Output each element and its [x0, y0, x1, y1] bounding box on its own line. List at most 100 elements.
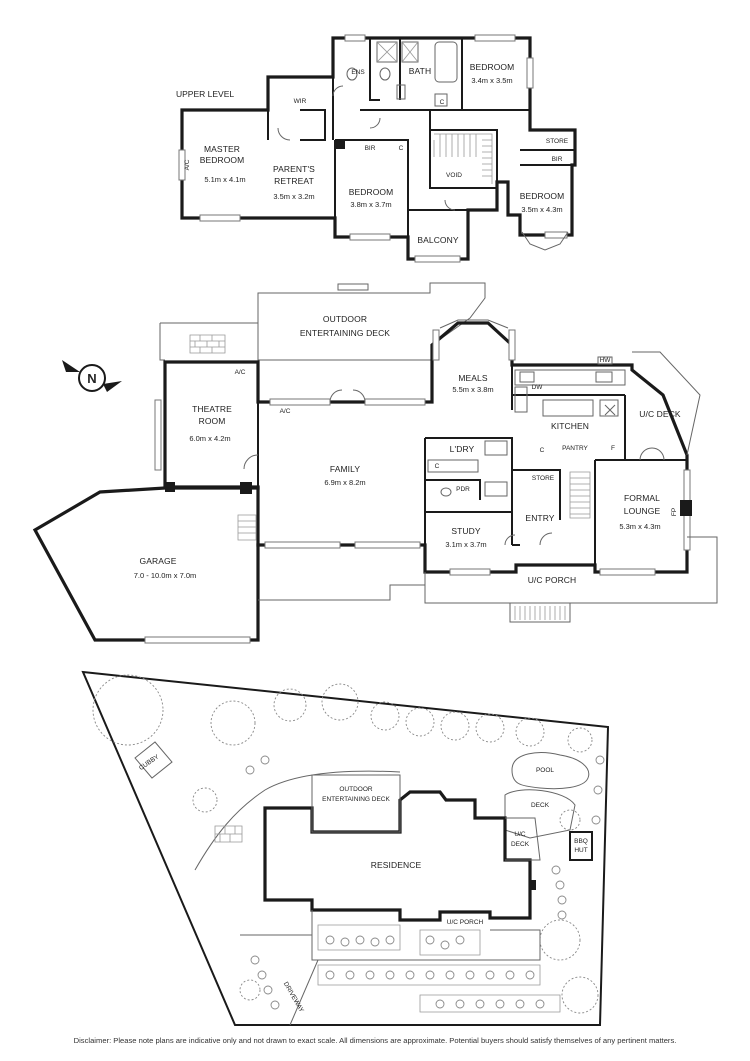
- study-dims: 3.1m x 3.7m: [445, 540, 486, 549]
- formal-lounge-label-1: FORMAL: [624, 493, 660, 503]
- meals-dims: 5.5m x 3.8m: [452, 385, 493, 394]
- site-outdoor-deck-label-2: ENTERTAINING DECK: [322, 796, 390, 803]
- bath-label: BATH: [409, 66, 431, 76]
- brick-feature-site: [214, 825, 243, 843]
- laundry-cupboard-label: C: [435, 463, 440, 470]
- balcony-label: BALCONY: [417, 235, 459, 245]
- compass-n-text: N: [87, 371, 96, 386]
- outdoor-deck-outline: [257, 282, 486, 361]
- site-fireplace: [530, 880, 536, 890]
- ground-store-label: STORE: [532, 475, 555, 482]
- upper-stairs: [433, 133, 493, 184]
- brick-feature-ground: [189, 334, 226, 354]
- uc-deck-label: U/C DECK: [639, 409, 681, 419]
- site-boundary: [81, 670, 610, 1026]
- cubby-label: CUBBY: [138, 753, 161, 772]
- family-label: FAMILY: [330, 464, 360, 474]
- theatre-dims: 6.0m x 4.2m: [189, 434, 230, 443]
- bbq-label-2: HUT: [574, 847, 587, 854]
- residence-footprint: [263, 790, 532, 922]
- uc-porch-label: U/C PORCH: [528, 575, 577, 585]
- entry-label: ENTRY: [525, 513, 554, 523]
- theatre-label-1: THEATRE: [192, 404, 232, 414]
- master-bedroom-dims: 5.1m x 4.1m: [204, 175, 245, 184]
- upper-outer-walls: [180, 36, 577, 261]
- site-outdoor-deck-label-1: OUTDOOR: [339, 786, 373, 793]
- site-shrubs: [245, 755, 605, 1010]
- bedroom-mid-dims: 3.8m x 3.7m: [350, 200, 391, 209]
- site-lawn-edge: [194, 770, 401, 871]
- garage-label: GARAGE: [140, 556, 177, 566]
- cupboard-label-upper: C: [399, 145, 404, 152]
- ens-label: ENS: [351, 69, 365, 76]
- upper-doors: [277, 85, 456, 211]
- compass-north-icon: N: [62, 360, 122, 392]
- site-trees: [92, 674, 599, 1014]
- column-garage: [240, 482, 252, 494]
- upper-store-label: STORE: [546, 138, 569, 145]
- pantry-label: PANTRY: [562, 445, 588, 452]
- outdoor-deck-label-1: OUTDOOR: [323, 314, 367, 324]
- residence-label: RESIDENCE: [371, 860, 422, 870]
- disclaimer-text: Disclaimer: Please note plans are indica…: [73, 1036, 677, 1045]
- theatre-steps: [237, 514, 257, 541]
- site-deck: DECK: [504, 789, 576, 839]
- bbq-label-1: BBQ: [574, 838, 588, 845]
- porch-outline: [258, 536, 718, 623]
- site-uc-porch-label: U/C PORCH: [447, 919, 484, 926]
- ground-interior-walls: [257, 365, 687, 565]
- upper-interior-walls: [267, 38, 575, 237]
- bedroom-ne-label: BEDROOM: [470, 62, 515, 72]
- laundry-fixtures: [427, 440, 508, 497]
- upper-bay-window: [521, 231, 569, 251]
- master-bedroom-label-2: BEDROOM: [200, 155, 245, 165]
- upper-bath-fixtures: [346, 41, 458, 107]
- meals-label: MEALS: [458, 373, 488, 383]
- formal-lounge-label-2: LOUNGE: [624, 506, 661, 516]
- upper-level-plan: UPPER LEVEL: [176, 34, 577, 263]
- theatre-label-2: ROOM: [199, 416, 226, 426]
- porch-steps: [514, 606, 566, 620]
- pool-label: POOL: [536, 767, 554, 774]
- master-bedroom-label-1: MASTER: [204, 144, 240, 154]
- void-label: VOID: [446, 172, 462, 179]
- outdoor-deck-label-2: ENTERTAINING DECK: [300, 328, 390, 338]
- uc-deck-outline: [632, 351, 701, 456]
- fp-label: FP: [671, 508, 678, 516]
- pdr-label: PDR: [456, 486, 470, 493]
- deck-label: DECK: [531, 802, 550, 809]
- upper-level-heading: UPPER LEVEL: [176, 89, 234, 99]
- family-ac-label: A/C: [280, 408, 291, 415]
- garage-dims: 7.0 - 10.0m x 7.0m: [134, 571, 197, 580]
- site-cubby: CUBBY: [134, 741, 173, 779]
- bir-label-upper-mid: BIR: [365, 145, 376, 152]
- site-plan: CUBBY POOL DECK BBQ HUT OUTDOOR ENTERTAI…: [81, 670, 610, 1026]
- site-uc-deck-label-1: U/C: [514, 831, 526, 838]
- site-uc-deck-label-2: DECK: [511, 841, 530, 848]
- bedroom-ne-dims: 3.4m x 3.5m: [471, 76, 512, 85]
- ground-doors: [243, 389, 665, 546]
- parents-retreat-label-2: RETREAT: [274, 176, 314, 186]
- kitchen-label: KITCHEN: [551, 421, 589, 431]
- site-bbq-hut: BBQ HUT: [569, 831, 593, 861]
- ground-level-plan: N OUTDOOR ENTERTAINING DECK MEALS 5.5m x…: [32, 282, 718, 644]
- upper-windows: [178, 34, 568, 263]
- kitchen-cupboard-label: C: [540, 447, 545, 454]
- theatre-ac-label: A/C: [235, 369, 246, 376]
- hw-label: HW: [600, 357, 612, 364]
- parents-retreat-label-1: PARENT'S: [273, 164, 315, 174]
- fridge-label: F: [611, 445, 615, 452]
- site-outdoor-deck: [311, 774, 401, 833]
- wir-label: WIR: [294, 98, 307, 105]
- family-dims: 6.9m x 8.2m: [324, 478, 365, 487]
- dw-label: DW: [532, 384, 544, 391]
- ground-rear-landscape: [159, 322, 259, 361]
- fireplace: [680, 500, 692, 516]
- deck-steps: [337, 283, 369, 291]
- site-uc-deck: [505, 817, 541, 861]
- site-pool: POOL: [511, 752, 590, 790]
- formal-lounge-dims: 5.3m x 4.3m: [619, 522, 660, 531]
- master-ac-label: A/C: [184, 159, 191, 170]
- bir-label-upper-east: BIR: [552, 156, 563, 163]
